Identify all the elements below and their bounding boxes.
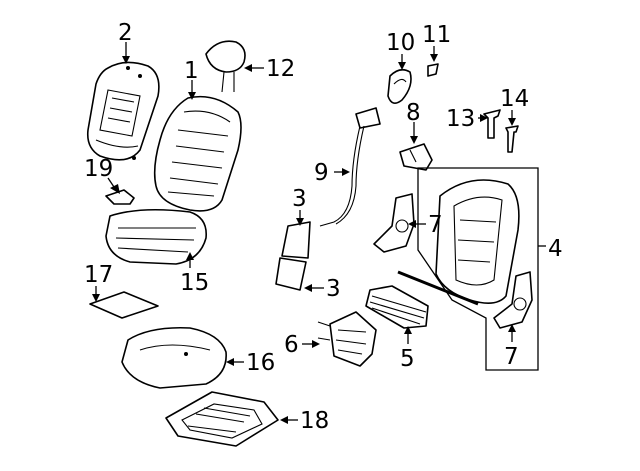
part-18-seat-frame [165, 391, 279, 447]
part-14-bolt [505, 125, 519, 153]
part-2-seat-back-panel [86, 61, 160, 161]
callout-labels: 1 2 12 10 11 8 13 14 9 3 3 4 7 7 5 6 19 … [84, 20, 563, 434]
callout-15: 15 [180, 270, 209, 296]
callout-9: 9 [314, 160, 329, 186]
callout-16: 16 [246, 350, 275, 376]
callout-11: 11 [422, 22, 451, 48]
callout-5: 5 [400, 346, 415, 372]
part-7-recliner-upper [373, 193, 415, 253]
part-9-cable [319, 107, 381, 227]
part-13-bolt [483, 109, 501, 139]
callout-19: 19 [84, 156, 113, 182]
part-15-cushion-cover [105, 208, 207, 265]
part-4-frame-group [417, 167, 539, 371]
callout-3-upper: 3 [292, 186, 307, 212]
part-16-cushion-foam [121, 326, 227, 389]
callout-2: 2 [118, 20, 133, 46]
frame-crossbar [397, 270, 479, 306]
part-5-lumbar-support [365, 285, 429, 329]
part-12-headrest [205, 40, 246, 93]
part-3-panel-upper [281, 221, 311, 259]
callout-7-upper: 7 [428, 212, 443, 238]
part-8-bracket [399, 143, 433, 171]
callout-13: 13 [446, 106, 475, 132]
part-17-pad [89, 291, 159, 319]
part-1-seat-back-cover [153, 95, 242, 212]
callout-18: 18 [300, 408, 329, 434]
callout-4: 4 [548, 236, 563, 262]
callout-3-lower: 3 [326, 276, 341, 302]
callout-7-lower: 7 [504, 344, 519, 370]
callout-14: 14 [500, 86, 529, 112]
part-10-trim-ring [387, 68, 412, 104]
part-11-cap [427, 63, 439, 77]
part-19-clip [105, 189, 135, 205]
callout-8: 8 [406, 100, 421, 126]
callout-12: 12 [266, 56, 295, 82]
callout-6: 6 [284, 332, 299, 358]
part-7-recliner-lower [493, 271, 533, 329]
callout-17: 17 [84, 262, 113, 288]
callout-1: 1 [184, 58, 199, 84]
part-6-module [317, 311, 377, 367]
leader-lines [92, 42, 546, 424]
callout-10: 10 [386, 30, 415, 56]
part-3-panel-lower [275, 257, 307, 291]
